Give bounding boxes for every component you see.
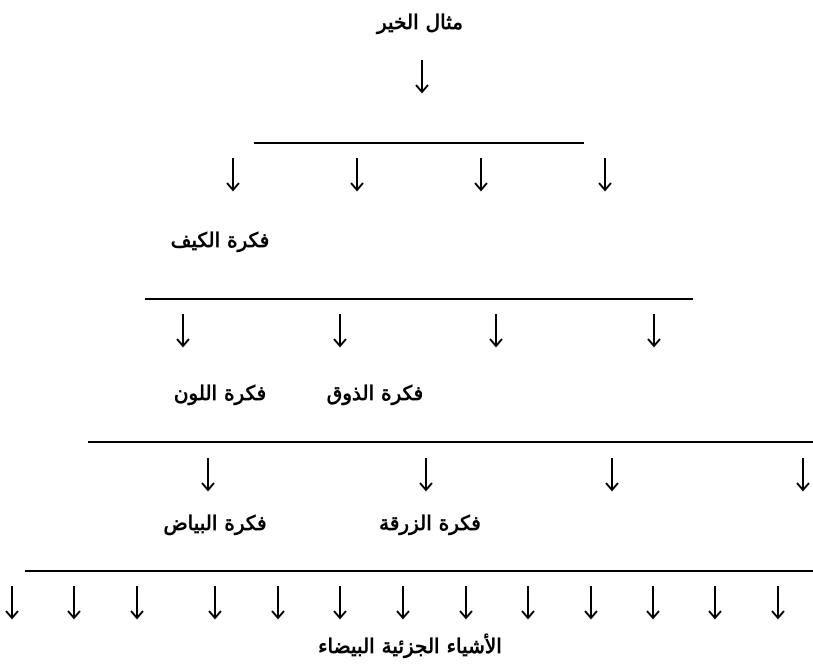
down-arrow-icon	[419, 458, 433, 492]
down-arrow-icon	[201, 458, 215, 492]
down-arrow-icon	[415, 60, 429, 94]
down-arrow-icon	[474, 158, 488, 192]
down-arrow-icon	[350, 158, 364, 192]
branch-line-level-1	[254, 142, 584, 144]
down-arrow-icon	[584, 586, 598, 620]
label-white-particular-things: الأشياء الجزئية البيضاء	[318, 634, 502, 658]
down-arrow-icon	[708, 586, 722, 620]
down-arrow-icon	[489, 314, 503, 348]
down-arrow-icon	[226, 158, 240, 192]
label-idea-of-whiteness: فكرة البياض	[163, 511, 267, 535]
down-arrow-icon	[130, 586, 144, 620]
label-idea-of-quality: فكرة الكيف	[170, 228, 270, 252]
branch-line-level-2	[145, 298, 693, 300]
label-idea-of-good: مثال الخير	[377, 10, 463, 34]
down-arrow-icon	[396, 586, 410, 620]
down-arrow-icon	[598, 158, 612, 192]
down-arrow-icon	[176, 314, 190, 348]
down-arrow-icon	[771, 586, 785, 620]
label-idea-of-color: فكرة اللون	[173, 381, 267, 405]
down-arrow-icon	[5, 586, 19, 620]
branch-line-level-4	[25, 570, 813, 572]
down-arrow-icon	[333, 314, 347, 348]
down-arrow-icon	[459, 586, 473, 620]
down-arrow-icon	[647, 314, 661, 348]
down-arrow-icon	[605, 458, 619, 492]
branch-line-level-3	[88, 441, 813, 443]
down-arrow-icon	[67, 586, 81, 620]
down-arrow-icon	[521, 586, 535, 620]
down-arrow-icon	[271, 586, 285, 620]
down-arrow-icon	[646, 586, 660, 620]
label-idea-of-taste: فكرة الذوق	[326, 381, 424, 405]
down-arrow-icon	[796, 458, 810, 492]
label-idea-of-blueness: فكرة الزرقة	[379, 511, 481, 535]
down-arrow-icon	[333, 586, 347, 620]
down-arrow-icon	[208, 586, 222, 620]
